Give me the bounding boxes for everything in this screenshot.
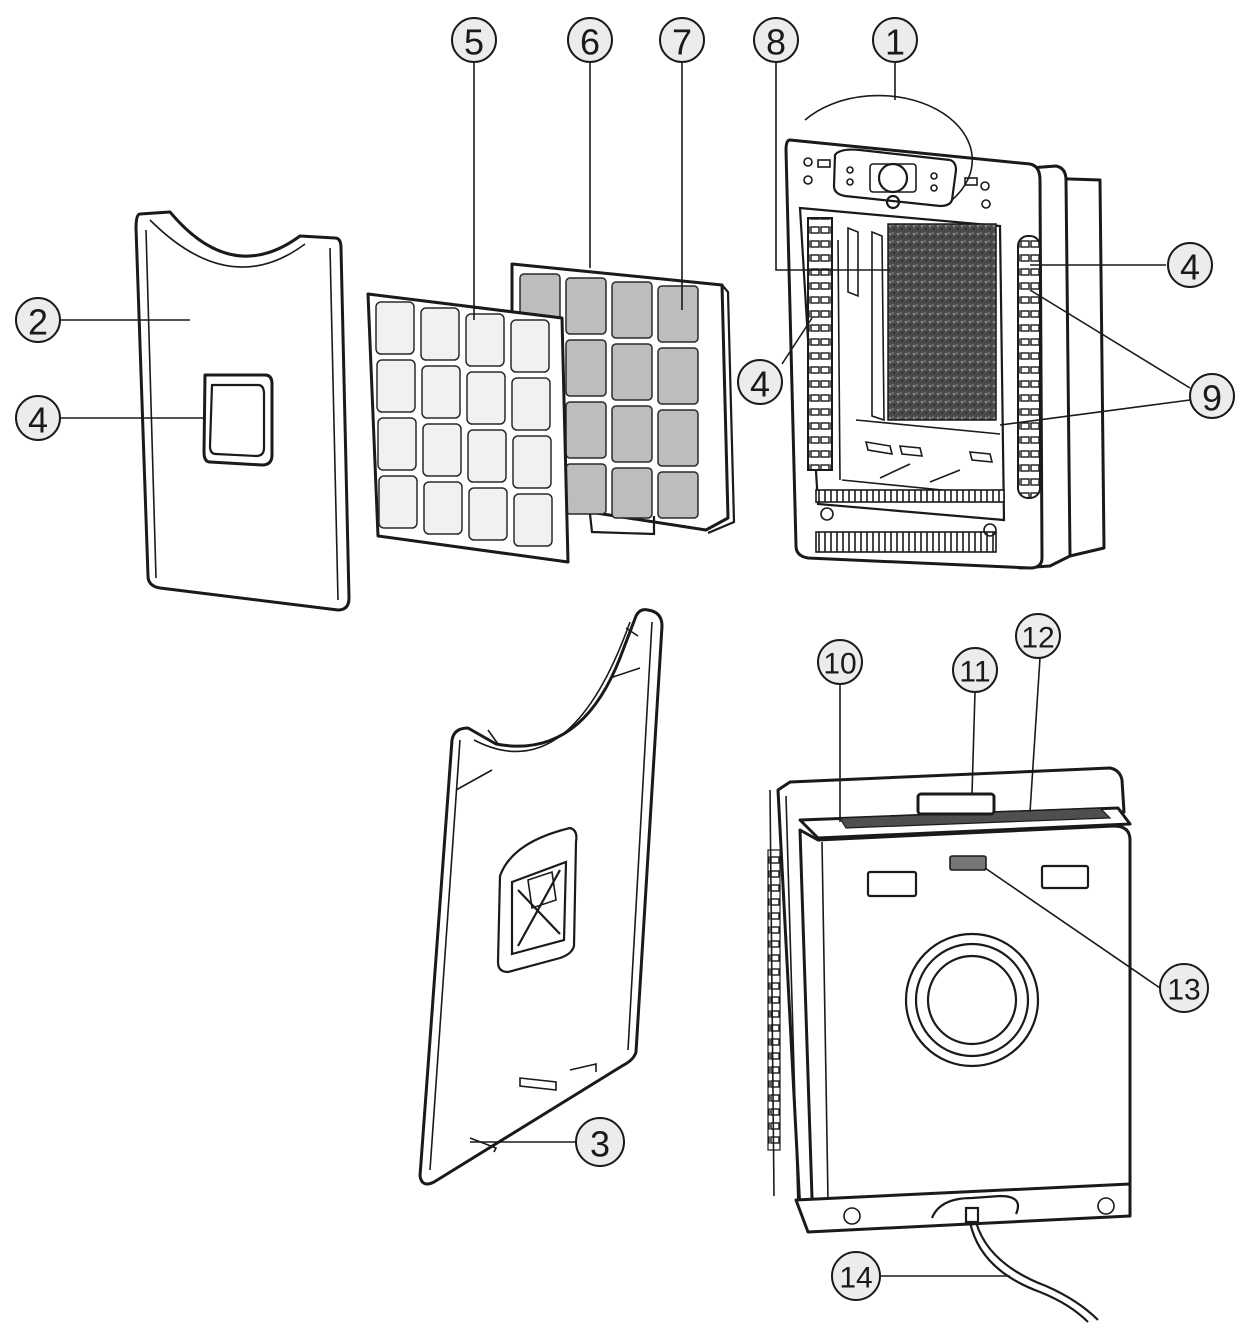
rear-cover-part	[418, 608, 664, 1186]
svg-text:12: 12	[1021, 622, 1054, 655]
front-cover-part	[134, 210, 351, 612]
callout-3: 3	[575, 1117, 625, 1167]
main-unit-rear-part	[767, 766, 1132, 1323]
callout-12: 12	[1015, 613, 1061, 659]
main-unit-front-part	[784, 138, 1106, 570]
svg-text:3: 3	[590, 1124, 610, 1165]
svg-text:4: 4	[750, 364, 770, 405]
svg-text:1: 1	[885, 22, 905, 63]
callout-4-right-grille: 4	[1167, 242, 1213, 288]
callouts: 1 2 3 4 4 4 5 6	[15, 17, 1235, 1301]
svg-text:5: 5	[464, 22, 484, 63]
svg-text:6: 6	[580, 22, 600, 63]
callout-13: 13	[1159, 963, 1209, 1013]
svg-text:7: 7	[672, 22, 692, 63]
svg-text:11: 11	[959, 656, 990, 689]
callout-11: 11	[952, 647, 998, 693]
callout-8: 8	[753, 17, 799, 63]
svg-text:14: 14	[839, 1262, 872, 1295]
callout-5: 5	[451, 17, 497, 63]
callout-6: 6	[567, 17, 613, 63]
callout-4-left-grille: 4	[737, 359, 783, 405]
svg-text:4: 4	[1180, 247, 1200, 288]
callout-1: 1	[872, 17, 918, 63]
svg-text:13: 13	[1167, 974, 1200, 1007]
svg-text:9: 9	[1202, 378, 1222, 419]
pre-filter-part	[366, 292, 570, 564]
callout-9: 9	[1189, 373, 1235, 419]
svg-text:10: 10	[823, 648, 856, 681]
callout-7: 7	[659, 17, 705, 63]
callout-14: 14	[831, 1251, 881, 1301]
svg-text:8: 8	[766, 22, 786, 63]
svg-text:2: 2	[28, 302, 48, 343]
leader-lines	[60, 62, 1191, 1277]
callout-2: 2	[15, 297, 61, 343]
callout-10: 10	[817, 639, 863, 685]
svg-text:4: 4	[28, 400, 48, 441]
callout-4-front-cover: 4	[15, 395, 61, 441]
